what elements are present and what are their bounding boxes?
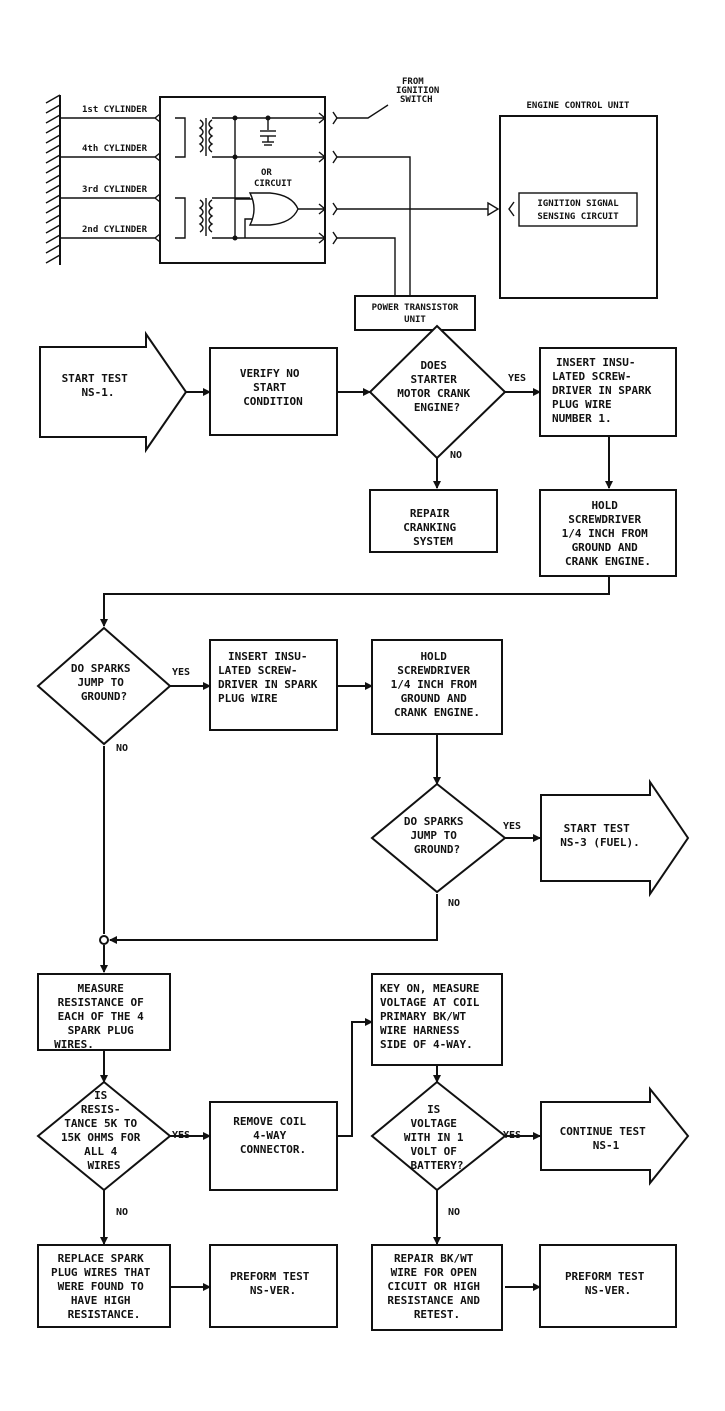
verify-no-start-node: VERIFY NO START CONDITION bbox=[209, 347, 338, 436]
svg-text:HOLD SCREWDRIVER 1: HOLD SCREWDRIVER 1/4 INCH FROM GROUND AN… bbox=[391, 650, 484, 719]
start-test-ns1-node: START TEST NS-1. bbox=[39, 330, 188, 454]
no-label: NO bbox=[448, 898, 460, 909]
yes-label: YES bbox=[172, 1130, 190, 1141]
no-label: NO bbox=[116, 743, 128, 754]
starter-crank-decision: DOES STARTER MOTOR CRANK ENGINE? bbox=[368, 324, 507, 460]
svg-text:MEASURE RESISTANCE OF: MEASURE RESISTANCE OF EACH OF THE 4 SPAR… bbox=[54, 982, 150, 1051]
power-transistor-box bbox=[354, 295, 476, 331]
svg-text:INSERT INSU- LATED SCREW: INSERT INSU- LATED SCREW- DRIVER IN SPAR… bbox=[218, 650, 324, 705]
sensing-circuit-label: SENSING CIRCUIT bbox=[537, 212, 619, 222]
capacitor-icon bbox=[260, 130, 276, 146]
hold-screwdriver-2-node: HOLD SCREWDRIVER 1/4 INCH FROM GROUND AN… bbox=[371, 639, 503, 735]
measure-voltage-node: KEY ON, MEASURE VOLTAGE AT COIL PRIMARY … bbox=[371, 973, 503, 1066]
yes-label: YES bbox=[508, 373, 526, 384]
power-transistor-label: POWER TRANSISTOR bbox=[372, 303, 459, 313]
start-test-ns3-node: START TEST NS-3 (FUEL). bbox=[540, 778, 690, 898]
svg-text:REPLACE SPARK PLUG WIRES: REPLACE SPARK PLUG WIRES THAT WERE FOUND… bbox=[51, 1252, 157, 1321]
engine-control-unit-box bbox=[499, 115, 658, 299]
engine-control-unit-label: ENGINE CONTROL UNIT bbox=[527, 101, 631, 111]
svg-text:IS RESIS- TANCE 5K: IS RESIS- TANCE 5K TO 15K OHMS FOR ALL 4… bbox=[61, 1089, 147, 1172]
no-label: NO bbox=[448, 1207, 460, 1218]
replace-plug-wires-node: REPLACE SPARK PLUG WIRES THAT WERE FOUND… bbox=[37, 1244, 171, 1328]
svg-text:REPAIR BK/WT WIRE FOR OP: REPAIR BK/WT WIRE FOR OPEN CICUIT OR HIG… bbox=[387, 1252, 486, 1321]
coil-icon bbox=[175, 117, 214, 158]
voltage-decision: IS VOLTAGE WITH IN 1 VOLT OF BATTERY? bbox=[370, 1080, 507, 1192]
cylinder-2-label: 2nd CYLINDER bbox=[82, 225, 148, 235]
ignitor-unit-box bbox=[159, 96, 326, 264]
or-gate-icon bbox=[235, 192, 325, 238]
repair-cranking-node: REPAIR CRANKING SYSTEM bbox=[369, 489, 498, 553]
hold-screwdriver-1-node: HOLD SCREWDRIVER 1/4 INCH FROM GROUND AN… bbox=[539, 489, 677, 577]
cylinder-leads: 1st CYLINDER 4th CYLINDER 3rd CYLINDER 2… bbox=[60, 105, 161, 243]
node-text: START TEST NS-1. bbox=[62, 372, 135, 399]
yes-label: YES bbox=[503, 821, 521, 832]
remove-coil-connector-node: REMOVE COIL 4-WAY CONNECTOR. bbox=[209, 1101, 338, 1191]
cylinder-4-label: 4th CYLINDER bbox=[82, 144, 148, 154]
svg-text:DO SPARKS JUMP TO: DO SPARKS JUMP TO GROUND? bbox=[404, 815, 470, 856]
from-label: FROM bbox=[402, 77, 424, 87]
cylinder-1-label: 1st CYLINDER bbox=[82, 105, 148, 115]
flow-connectors: YES NO YES NO YES NO YES NO YES NO bbox=[99, 373, 613, 1291]
perform-test-node-2: PREFORM TEST NS-VER. bbox=[539, 1244, 677, 1328]
svg-text:START TEST NS-3 (FUEL).: START TEST NS-3 (FUEL). bbox=[560, 822, 639, 849]
svg-text:REMOVE COIL 4-WAY: REMOVE COIL 4-WAY CONNECTOR. bbox=[233, 1115, 312, 1156]
svg-text:REPAIR CRANKING SY: REPAIR CRANKING SYSTEM bbox=[403, 507, 463, 548]
svg-text:PREFORM TEST NS-VER.: PREFORM TEST NS-VER. bbox=[230, 1270, 316, 1297]
ignition-label: IGNITION bbox=[396, 86, 439, 96]
switch-label: SWITCH bbox=[400, 95, 433, 105]
repair-wire-node: REPAIR BK/WT WIRE FOR OPEN CICUIT OR HIG… bbox=[371, 1244, 503, 1331]
sparks-jump-decision-2: DO SPARKS JUMP TO GROUND? bbox=[370, 782, 507, 894]
svg-text:IS VOLTAGE WITH IN: IS VOLTAGE WITH IN 1 VOLT OF BATTERY? bbox=[404, 1103, 470, 1172]
no-label: NO bbox=[116, 1207, 128, 1218]
continue-test-ns1-node: CONTINUE TEST NS-1 bbox=[540, 1086, 690, 1186]
ignition-schematic: 1st CYLINDER 4th CYLINDER 3rd CYLINDER 2… bbox=[45, 77, 658, 331]
svg-text:INSERT INSU- LATED SCREW: INSERT INSU- LATED SCREW- DRIVER IN SPAR… bbox=[552, 356, 658, 425]
cylinder-3-label: 3rd CYLINDER bbox=[82, 185, 148, 195]
svg-text:DO SPARKS JUMP TO: DO SPARKS JUMP TO GROUND? bbox=[71, 662, 137, 703]
circuit-label: CIRCUIT bbox=[254, 179, 293, 189]
no-label: NO bbox=[450, 450, 462, 461]
svg-text:CONTINUE TEST NS-1: CONTINUE TEST NS-1 bbox=[560, 1125, 653, 1152]
or-label: OR bbox=[261, 168, 272, 178]
perform-test-node-1: PREFORM TEST NS-VER. bbox=[209, 1244, 338, 1328]
insert-screwdriver-1-node: INSERT INSU- LATED SCREW- DRIVER IN SPAR… bbox=[539, 347, 677, 437]
measure-resistance-node: MEASURE RESISTANCE OF EACH OF THE 4 SPAR… bbox=[37, 973, 171, 1051]
svg-text:HOLD SCREWDRIVER 1: HOLD SCREWDRIVER 1/4 INCH FROM GROUND AN… bbox=[562, 499, 655, 568]
sparks-jump-decision-1: DO SPARKS JUMP TO GROUND? bbox=[36, 626, 172, 746]
svg-text:KEY ON, MEASURE VOLTAGE: KEY ON, MEASURE VOLTAGE AT COIL PRIMARY … bbox=[380, 982, 486, 1051]
insert-screwdriver-2-node: INSERT INSU- LATED SCREW- DRIVER IN SPAR… bbox=[209, 639, 338, 731]
coil-icon bbox=[175, 197, 214, 239]
ignition-signal-label: IGNITION SIGNAL bbox=[537, 199, 619, 209]
resistance-decision: IS RESIS- TANCE 5K TO 15K OHMS FOR ALL 4… bbox=[36, 1080, 172, 1192]
yes-label: YES bbox=[503, 1130, 521, 1141]
unit-label: UNIT bbox=[404, 315, 426, 325]
ground-hatch-icon bbox=[45, 94, 61, 265]
yes-label: YES bbox=[172, 667, 190, 678]
svg-text:PREFORM TEST NS-VER.: PREFORM TEST NS-VER. bbox=[565, 1270, 651, 1297]
ignition-signal-sensing-box bbox=[518, 192, 638, 227]
svg-text:VERIFY NO START CO: VERIFY NO START CONDITION bbox=[240, 367, 306, 408]
svg-text:DOES STARTER MOTOR: DOES STARTER MOTOR CRANK ENGINE? bbox=[397, 359, 476, 414]
